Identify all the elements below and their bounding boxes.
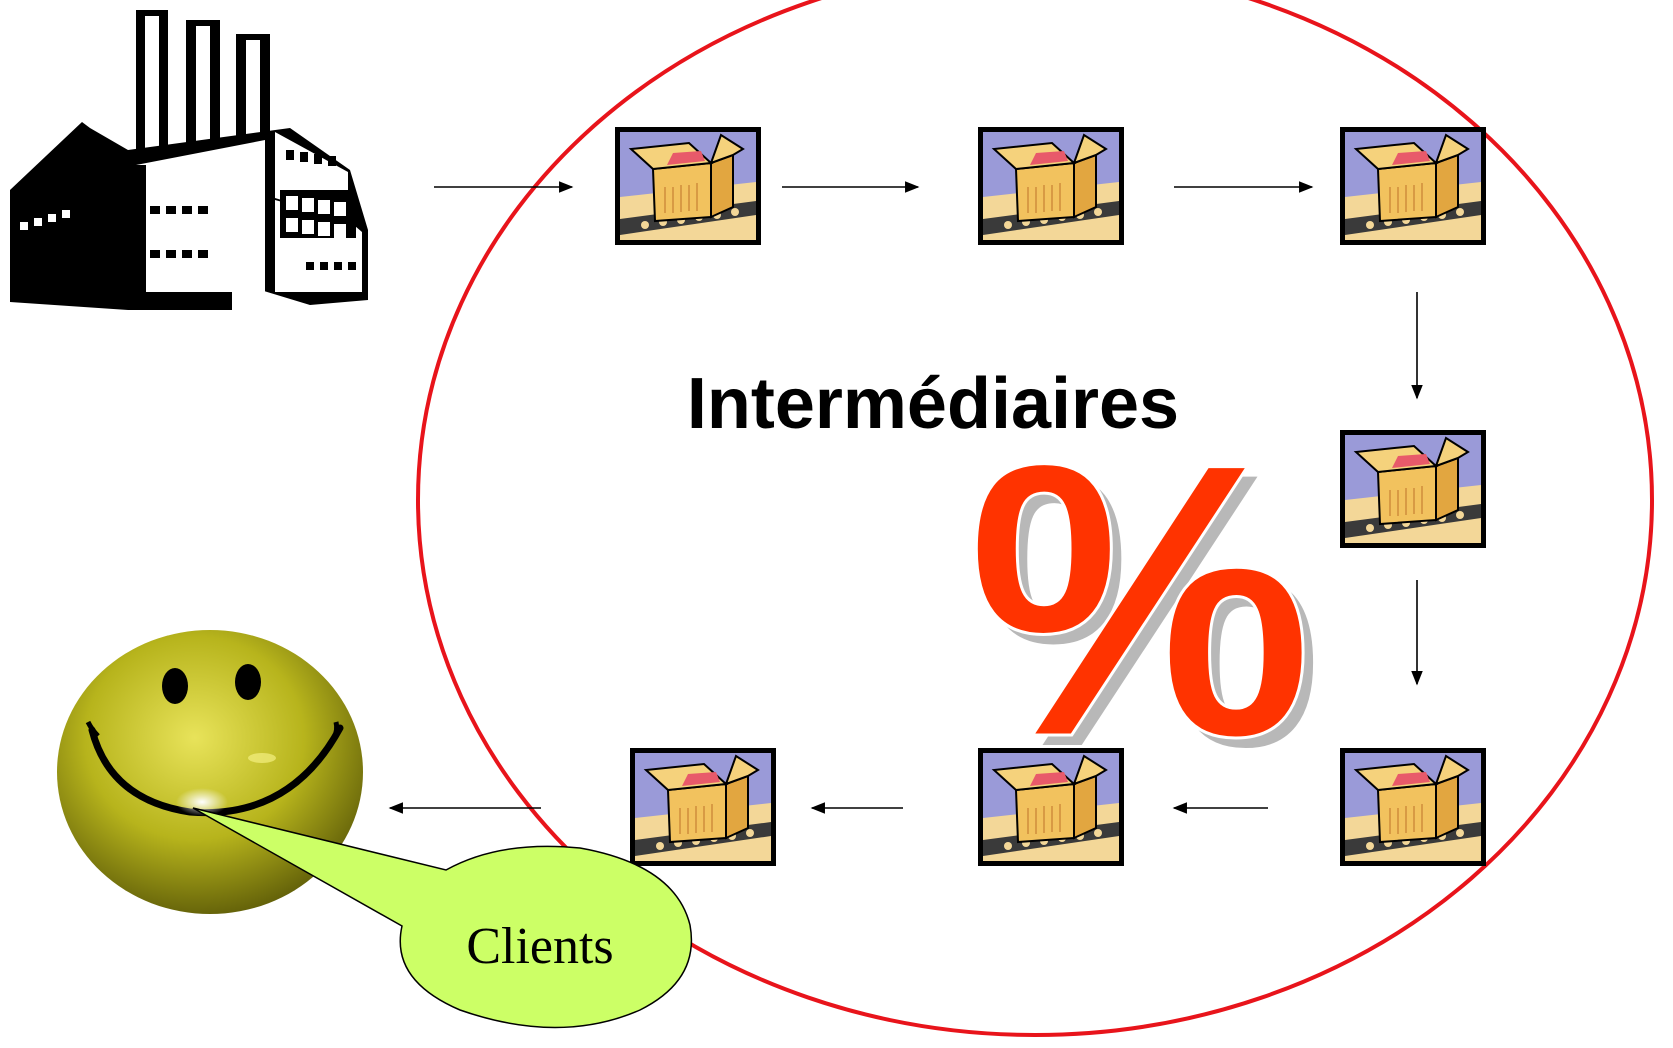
package-box-icon [1339,429,1487,549]
percent-symbol-shadow: % [977,392,1324,828]
intermediaries-ellipse [416,0,1654,1037]
package-box-icon [614,126,762,246]
clients-label: Clients [466,918,613,975]
clients-callout: Clients [192,807,693,1029]
package-box-icon [629,747,777,867]
factory-icon [10,10,368,310]
package-box-icon [977,126,1125,246]
package-box-icon [1339,126,1487,246]
flow-arrows [388,181,1423,814]
package-box-icon [1339,747,1487,867]
intermediaries-label: Intermédiaires [687,364,1179,444]
percent-symbol: % [967,382,1314,818]
